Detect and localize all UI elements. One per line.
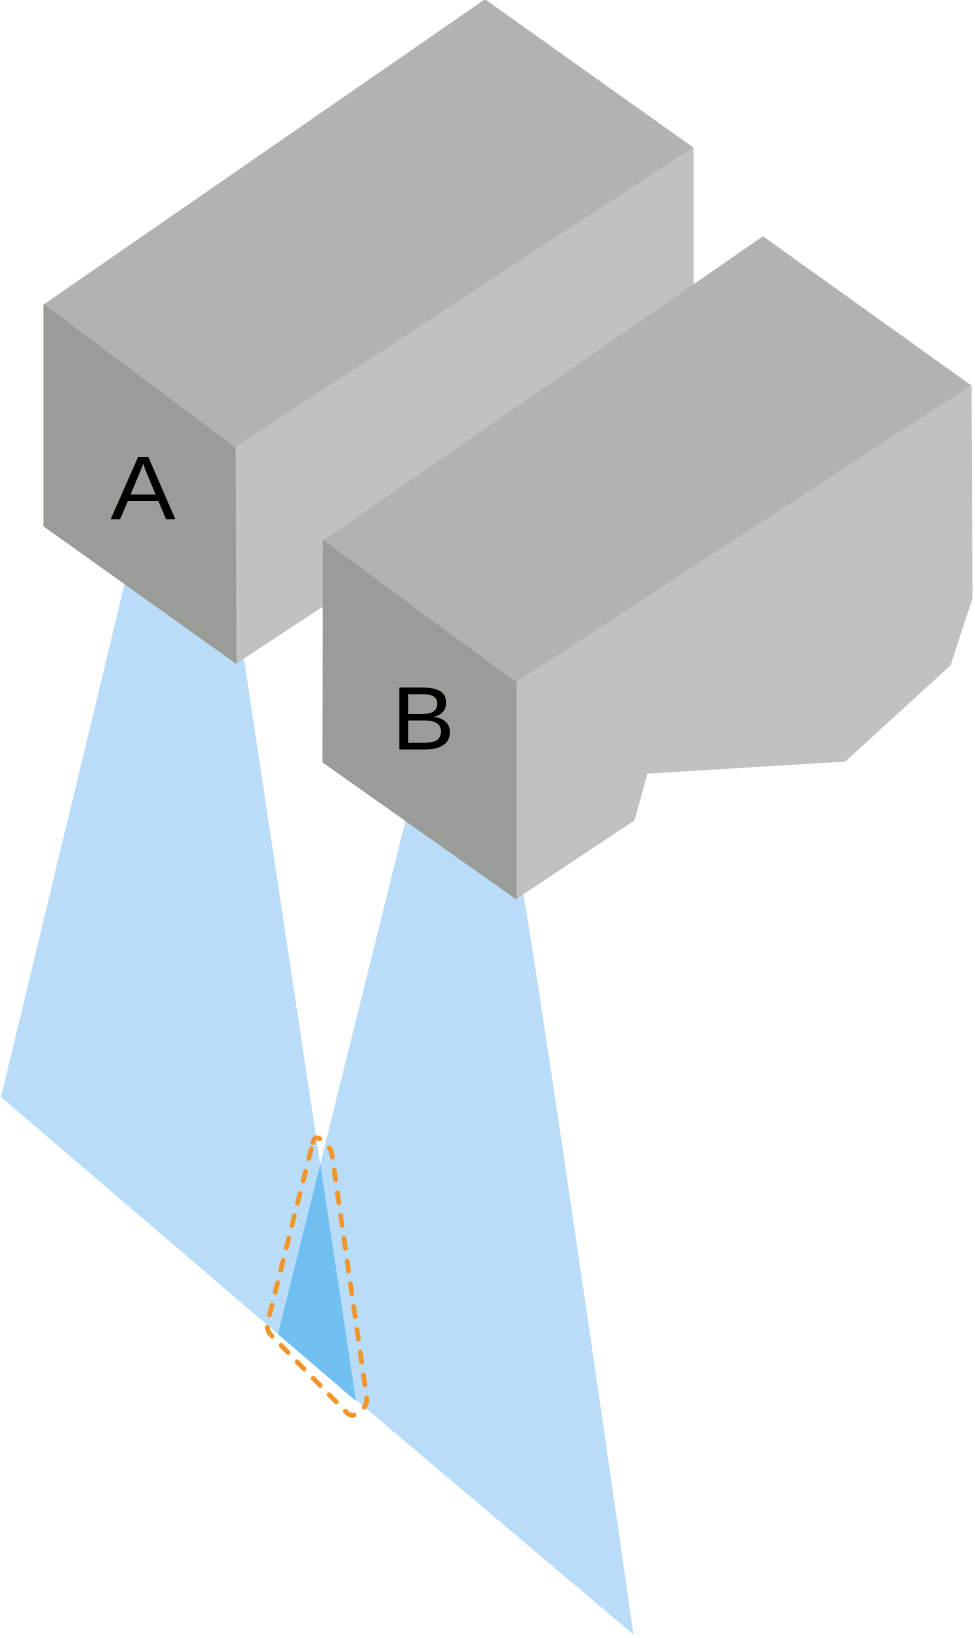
svg-text:A: A: [111, 439, 176, 539]
svg-text:B: B: [392, 670, 456, 770]
